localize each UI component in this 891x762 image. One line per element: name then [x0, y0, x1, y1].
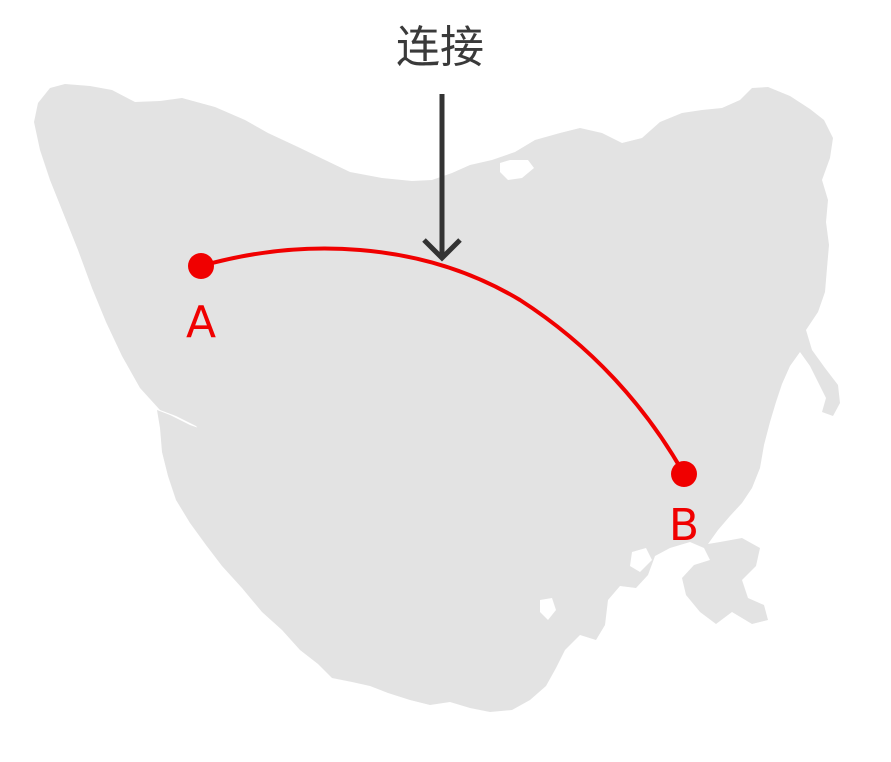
connection-line [199, 246, 686, 476]
point-a-marker [188, 253, 214, 279]
point-b-marker [671, 461, 697, 487]
point-a-label: A [186, 297, 216, 348]
point-b: B [669, 461, 699, 551]
inlet-south-shape [540, 598, 556, 620]
inlet-bay-shape [630, 548, 652, 572]
point-a: A [186, 253, 216, 348]
landmass-shape [34, 84, 840, 712]
inlet-north-shape [500, 160, 534, 180]
caption-arrow [422, 94, 462, 262]
arrow-head [422, 238, 462, 262]
diagram-caption: 连接 [396, 22, 484, 73]
point-b-label: B [669, 500, 699, 551]
